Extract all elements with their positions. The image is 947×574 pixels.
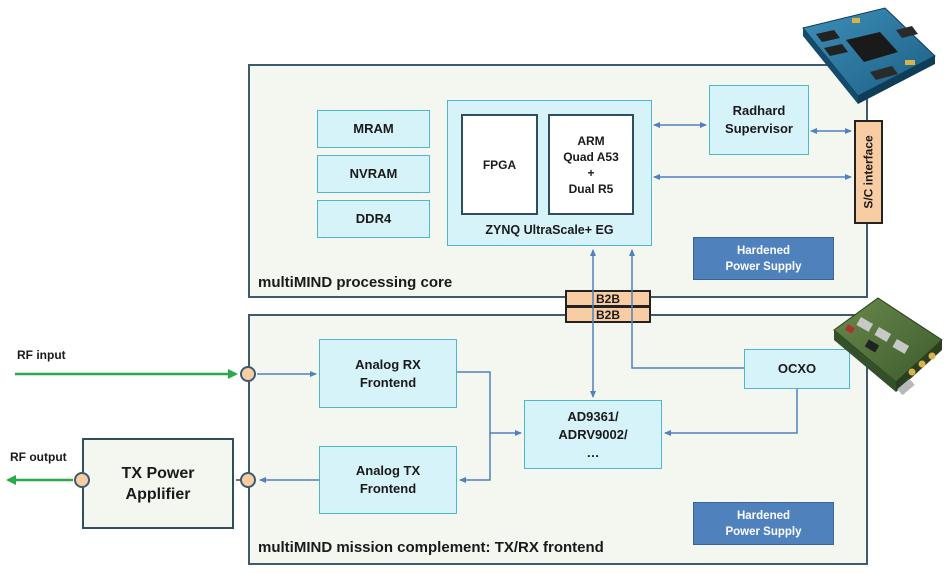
analog-tx-frontend-box: Analog TX Frontend bbox=[319, 446, 457, 514]
rx-transceiver-link bbox=[457, 371, 522, 436]
rf-output-connector-pa bbox=[74, 472, 90, 488]
frontend-board-image bbox=[833, 297, 943, 396]
arm-box: ARM Quad A53 + Dual R5 bbox=[548, 114, 634, 215]
ocxo-zynq-link bbox=[629, 249, 744, 369]
sc-interface-box: S/C interface bbox=[854, 120, 883, 224]
transceiver-box: AD9361/ ADRV9002/ … bbox=[524, 400, 662, 469]
tx-power-amplifier-box: TX Power Applifier bbox=[82, 438, 234, 529]
ddr4-box: DDR4 bbox=[317, 200, 430, 238]
b2b-connector-top: B2B bbox=[565, 290, 651, 307]
nvram-box: NVRAM bbox=[317, 155, 430, 193]
processing-core-title: multiMIND processing core bbox=[258, 274, 453, 291]
core-power-supply-box: Hardened Power Supply bbox=[693, 237, 834, 280]
mission-complement-title: multiMIND mission complement: TX/RX fron… bbox=[258, 539, 604, 556]
rf-output-label: RF output bbox=[10, 450, 67, 464]
transceiver-tx-link bbox=[459, 433, 491, 483]
rf-input-connector bbox=[240, 366, 256, 382]
rf-output-connector-panel bbox=[240, 472, 256, 488]
fpga-box: FPGA bbox=[461, 114, 538, 215]
mission-power-supply-box: Hardened Power Supply bbox=[693, 502, 834, 545]
mram-box: MRAM bbox=[317, 110, 430, 148]
ocxo-transceiver-link bbox=[664, 389, 798, 436]
zynq-label: ZYNQ UltraScale+ EG bbox=[485, 223, 614, 237]
analog-rx-frontend-box: Analog RX Frontend bbox=[319, 339, 457, 408]
processing-board-image bbox=[802, 7, 936, 104]
rf-input-label: RF input bbox=[17, 348, 66, 362]
radhard-supervisor-box: Radhard Supervisor bbox=[709, 85, 809, 155]
b2b-connector-bottom: B2B bbox=[565, 306, 651, 323]
ocxo-box: OCXO bbox=[744, 349, 850, 389]
